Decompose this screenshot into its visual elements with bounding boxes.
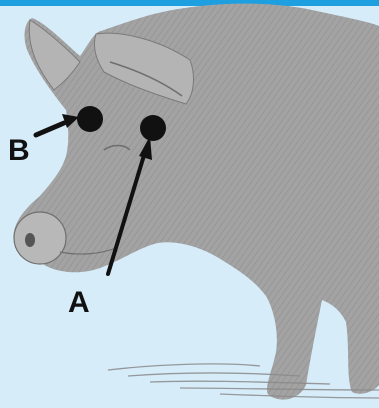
label-b: B xyxy=(8,136,30,166)
marker-b-dot xyxy=(77,106,103,132)
ground-shadow xyxy=(108,364,379,398)
marker-a-dot xyxy=(140,115,166,141)
label-a: A xyxy=(68,288,90,318)
